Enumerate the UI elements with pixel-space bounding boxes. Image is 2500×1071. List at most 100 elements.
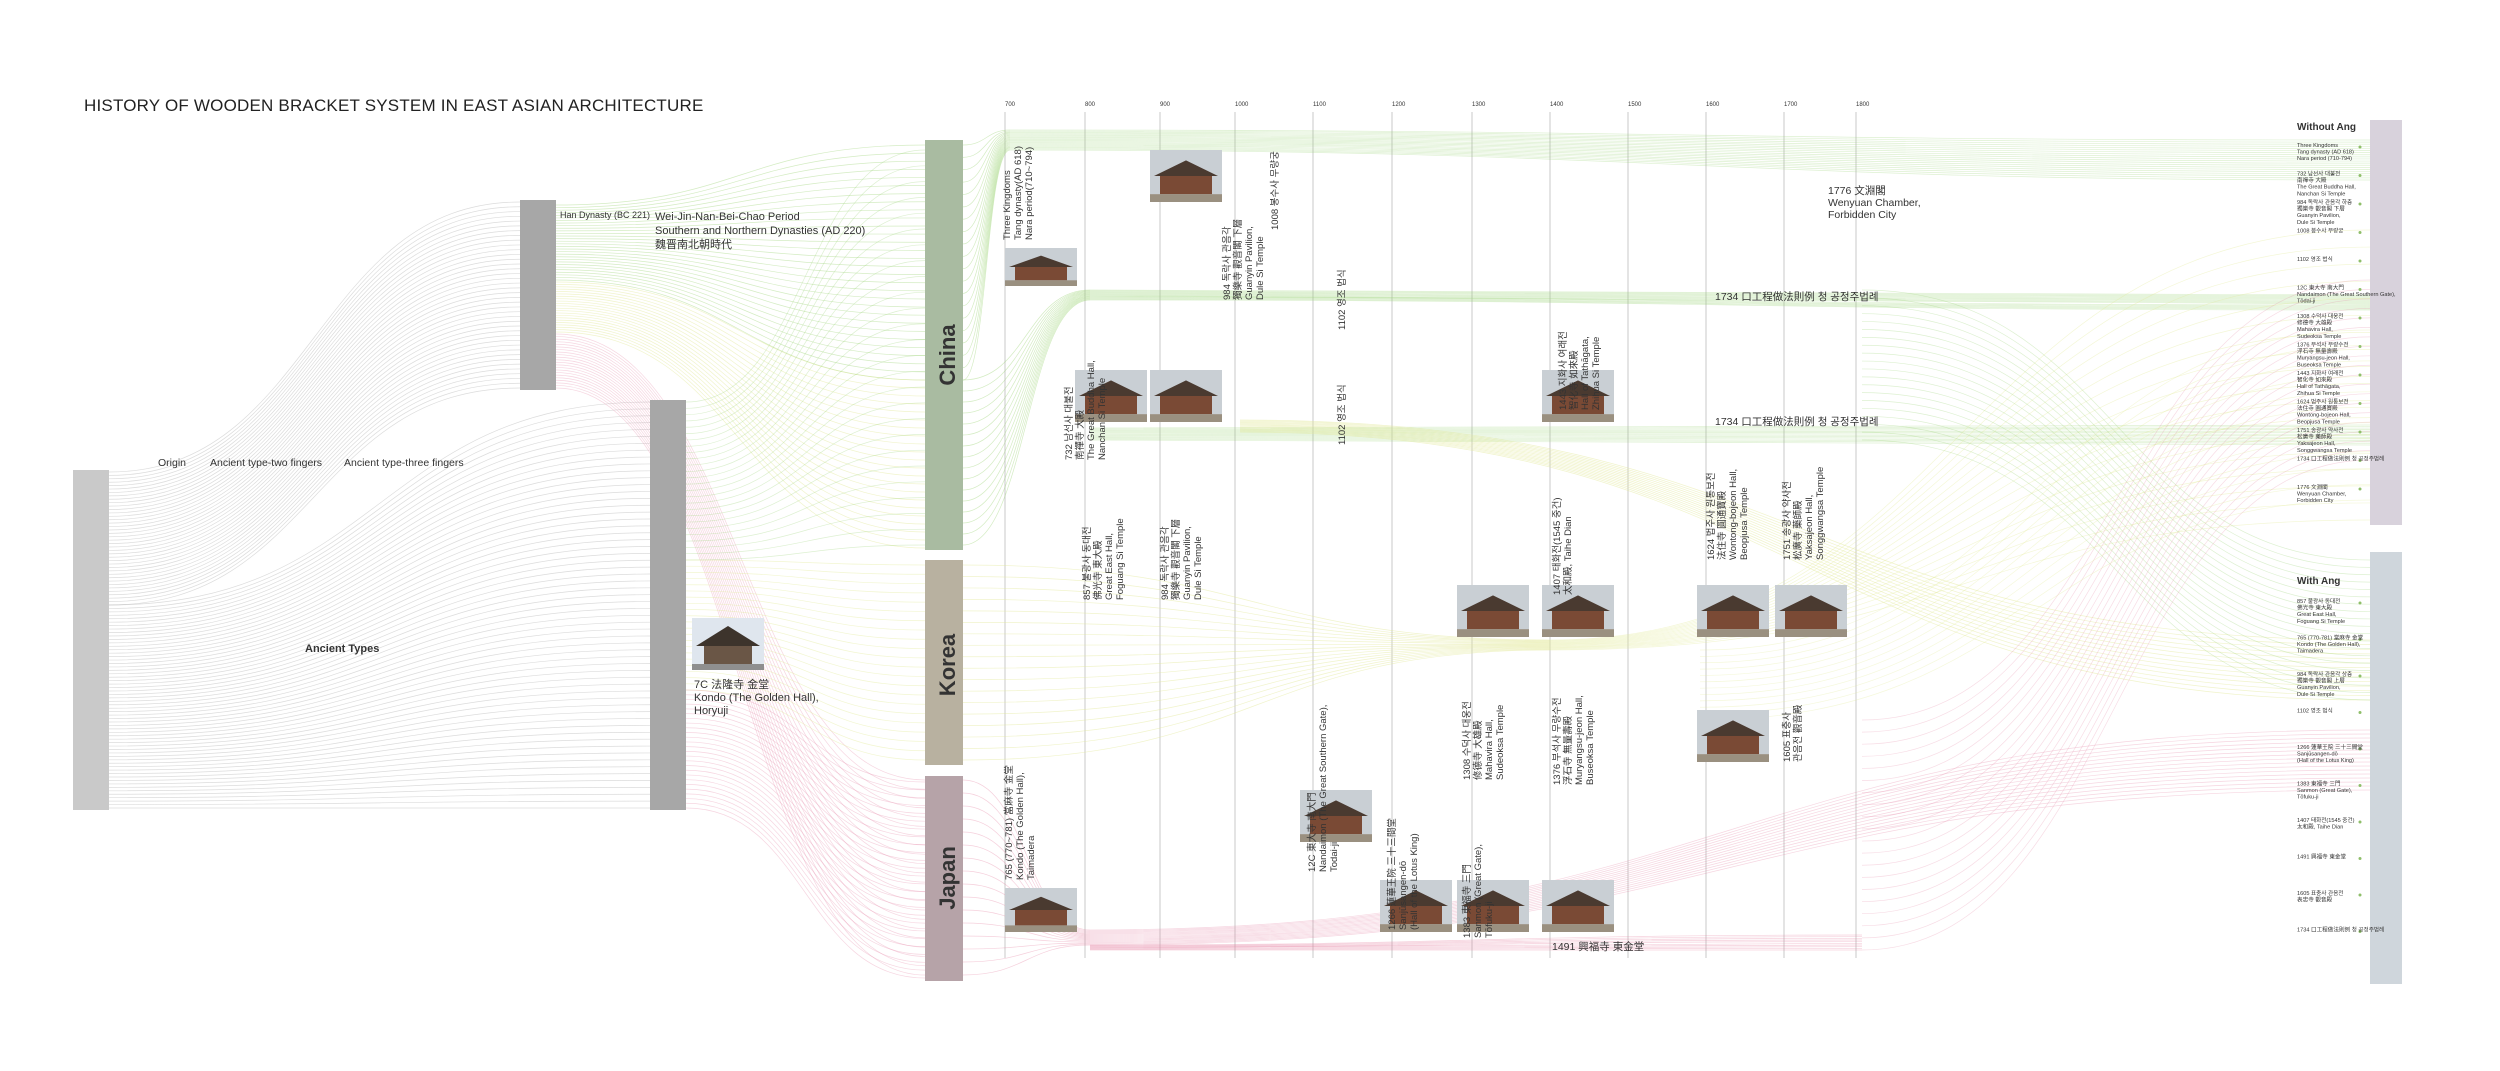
china-lineage-flow-1 (1009, 133, 2371, 149)
origin-to-han-flow (108, 215, 521, 483)
han-to-korea-flow (555, 312, 926, 485)
origin-to-three-flow (108, 800, 651, 805)
legend-item-text: 1266 蓮華王院 三十三間堂 (2297, 743, 2363, 751)
origin-to-han-flow (108, 235, 521, 497)
japan-lineage-flow (962, 942, 1091, 950)
china-to-800-flow (962, 290, 1091, 403)
timeline-entry-label: Nandaimon (The Great Southern Gate), (1318, 705, 1329, 872)
korea-cross-flow (1699, 345, 2371, 657)
japan-late-flow (1089, 939, 1863, 948)
origin-to-three-flow (108, 614, 651, 713)
china-to-with-ang-flow (1861, 376, 2371, 642)
photo-building (1552, 906, 1604, 925)
china-lineage-flow-1 (1009, 134, 2371, 151)
origin-to-three-flow (108, 697, 651, 754)
legend-dot (2358, 145, 2362, 149)
japan-late-flow (1089, 936, 1863, 946)
korea-cross-flow (1699, 422, 2371, 689)
photo-roof (1546, 595, 1610, 611)
building-photo (1150, 370, 1222, 422)
timeline-entry-label: Beopjusa Temple (1739, 487, 1750, 560)
korea-lineage-flow (962, 649, 1551, 761)
origin-to-three-flow (108, 718, 651, 764)
timeline-entry-label: The Great Buddha Hall, (1086, 360, 1097, 460)
legend-item-text: 修德寺 大雄殿 (2297, 319, 2333, 327)
korea-lineage-flow (962, 649, 1551, 749)
han-to-china-flow (555, 168, 926, 214)
japan-to-with-ang-flow (1089, 749, 2371, 936)
timeline-entry-label: 獨樂寺 觀音閣 下層 (1170, 519, 1182, 600)
three-to-china-flow (685, 260, 926, 447)
japan-to-with-ang-flow (1089, 757, 2371, 938)
origin-to-three-flow (108, 752, 651, 781)
legend-item-text: Nara period (710-794) (2297, 156, 2352, 162)
origin-to-han-flow (108, 387, 521, 606)
building-photo (1075, 370, 1147, 422)
legend-item-text: Guanyin Pavilion, (2297, 213, 2341, 219)
photo-ground (1542, 414, 1614, 422)
year-label: 1100 (1313, 102, 1327, 108)
origin-to-three-flow (108, 546, 651, 678)
photo-roof (1154, 380, 1218, 396)
timeline-grid (1004, 112, 1857, 958)
origin-to-han-flow (108, 363, 521, 589)
legend-item-text: Taimadera (2297, 649, 2324, 655)
china-to-700-flow (962, 142, 1011, 294)
china-lineage-flow-1 (1009, 135, 2371, 153)
legend-item-text: Buseoksa Temple (2297, 362, 2341, 368)
origin-to-han-flow (108, 258, 521, 514)
japan-lineage-flow (962, 943, 1091, 963)
han-to-korea-flow (555, 284, 926, 389)
three-to-korea-flow (685, 602, 926, 631)
legend-item-text: 1734 口工程做法則例 청 공정주법례 (2297, 926, 2384, 934)
origin-to-han-flow (108, 339, 521, 572)
korea-lineage-flow (962, 576, 1551, 641)
mid-flow-group (555, 144, 926, 979)
timeline-entry-label: 修德寺 大雄殿 (1472, 720, 1484, 780)
japan-to-without-ang-flow (1861, 289, 2371, 733)
china-lineage-flow-1 (1009, 132, 2371, 147)
china-to-700-flow (962, 143, 1011, 307)
japan-to-without-ang-flow (1861, 336, 2371, 793)
timeline-entry-label: Great East Hall, (1104, 533, 1115, 600)
three-to-china-flow (685, 449, 926, 523)
origin-to-three-flow (108, 725, 651, 768)
three-to-japan-flow (685, 689, 926, 783)
han-to-korea-flow (555, 303, 926, 453)
han-to-china-flow (555, 271, 926, 357)
timeline-entry-label: 獨樂寺 觀音閣 下層 (1232, 219, 1244, 300)
legend-item-text: 佛光寺 東大殿 (2297, 604, 2333, 612)
korea-lineage-flow (962, 647, 1551, 726)
timeline-entry-label: Hall of Tathāgata, (1580, 336, 1591, 410)
origin-to-han-flow (108, 359, 521, 585)
legend-item-text: Songgwangsa Temple (2297, 448, 2352, 454)
origin-to-three-flow (108, 656, 651, 733)
china-to-800-flow (962, 296, 1091, 502)
japan-to-without-ang-flow (1861, 308, 2371, 757)
china-to-700-flow (962, 145, 1011, 331)
origin-to-three-flow (108, 511, 651, 661)
origin-to-three-flow (108, 780, 651, 795)
legend-item-text: 法住寺 圓通寶殿 (2297, 404, 2338, 412)
photo-building (1390, 906, 1442, 925)
japan-to-without-ang-flow (1861, 440, 2371, 927)
origin-to-three-flow (108, 649, 651, 730)
han-to-korea-flow (555, 305, 926, 461)
three-to-china-flow (685, 370, 926, 491)
korea-lineage-flow (962, 643, 1551, 646)
year-label: 1500 (1628, 102, 1642, 108)
legend-dot (2358, 259, 2362, 263)
photo-roof (1701, 595, 1765, 611)
timeline-entry-label: 1102 영조 법식 (1337, 269, 1348, 330)
origin-to-three-flow (108, 731, 651, 771)
legend-dot (2358, 638, 2362, 641)
origin-label: Ancient Types (305, 643, 379, 655)
han-to-china-flow (555, 193, 926, 221)
origin-to-three-flow (108, 787, 651, 799)
building-photo (1697, 710, 1769, 762)
photo-ground (1697, 754, 1769, 762)
three-to-japan-flow (685, 694, 926, 791)
han-to-japan-flow (555, 338, 926, 799)
three-to-china-flow (685, 307, 926, 466)
